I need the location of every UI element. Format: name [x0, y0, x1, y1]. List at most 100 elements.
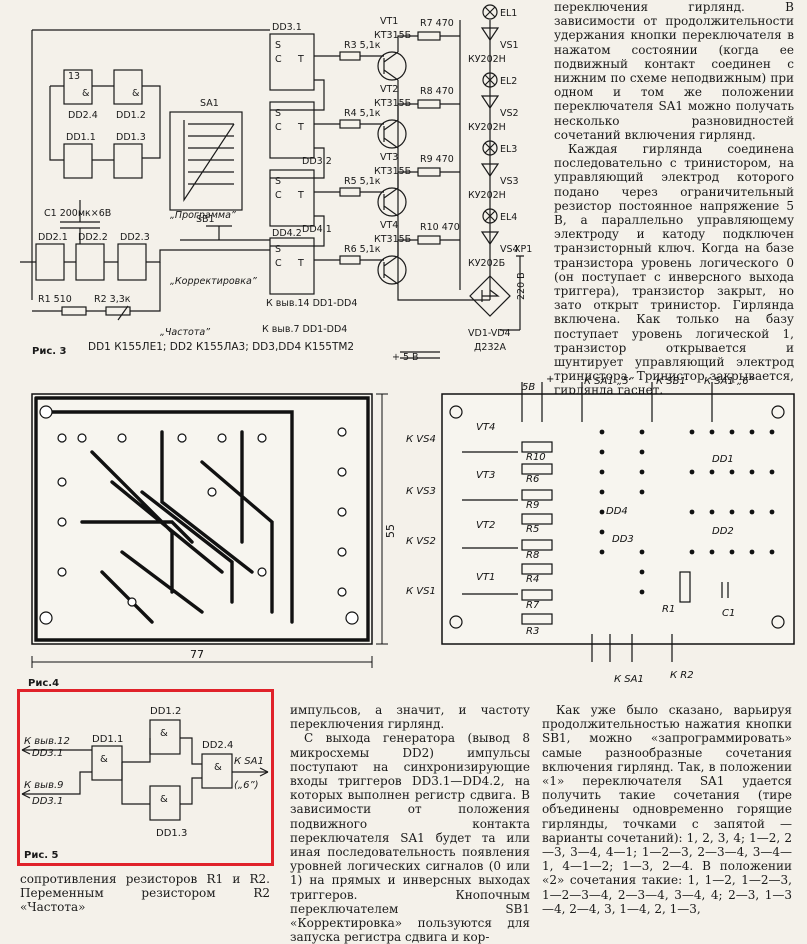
paragraph: переключения гирлянд. В зависимости от п… [554, 0, 794, 142]
svg-text:DD3.1: DD3.1 [272, 22, 302, 33]
svg-text:XP1: XP1 [514, 244, 532, 255]
svg-text:T: T [297, 258, 304, 269]
svg-text:КТ315Б: КТ315Б [374, 98, 411, 109]
pcb-label: К VS2 [406, 536, 436, 547]
svg-text:VD1-VD4: VD1-VD4 [468, 328, 511, 339]
svg-text:КУ202Н: КУ202Н [468, 122, 506, 133]
svg-text:R1 510: R1 510 [38, 294, 72, 305]
svg-text:S: S [275, 244, 281, 255]
svg-text:DD1 К155ЛЕ1; DD2 К155ЛА3; DD3,: DD1 К155ЛЕ1; DD2 К155ЛА3; DD3,DD4 К155ТМ… [88, 341, 354, 353]
pcb-label: К VS1 [406, 586, 436, 597]
svg-text:DD2.2: DD2.2 [78, 232, 108, 243]
pcb-label: К VS3 [406, 486, 436, 497]
figure-5-caption: Рис. 5 [24, 850, 59, 861]
svg-text:С1 200мк×6В: С1 200мк×6В [44, 208, 111, 219]
svg-text:DD1.1: DD1.1 [66, 132, 96, 143]
svg-text:S: S [275, 40, 281, 51]
svg-text:КУ202Н: КУ202Н [468, 190, 506, 201]
dimension-height: 55 [384, 524, 397, 538]
connection-label: DD3.1 [32, 748, 63, 759]
figure-5-highlight: &&&& DD1.2 DD1.1 DD2.4 DD1.3 К выв.12 DD… [17, 689, 274, 866]
pcb-label: R8 [526, 550, 539, 561]
svg-text:К выв.7 DD1-DD4: К выв.7 DD1-DD4 [262, 324, 347, 335]
paragraph: импульсов, а значит, и частоту переключе… [290, 703, 530, 732]
pcb-label: К R2 [670, 670, 694, 681]
pcb-label: R10 [526, 452, 546, 463]
pcb-label: К SA1 „5” [584, 376, 635, 387]
pcb-label: R5 [526, 524, 539, 535]
svg-text:VT4: VT4 [380, 220, 398, 231]
pcb-label: VT4 [476, 422, 495, 433]
svg-text:DD1.3: DD1.3 [116, 132, 146, 143]
svg-text:DD2.3: DD2.3 [120, 232, 150, 243]
text-column-right: Как уже было сказано, варьируя продолжит… [542, 703, 792, 916]
svg-text:R5 5,1к: R5 5,1к [344, 176, 381, 187]
connection-label: К выв.9 [24, 780, 64, 791]
svg-text:EL2: EL2 [500, 76, 517, 87]
svg-text:EL3: EL3 [500, 144, 517, 155]
pcb-label: C1 [722, 608, 735, 619]
pcb-label: R3 [526, 626, 539, 637]
svg-text:VS1: VS1 [500, 40, 519, 51]
gate-label: DD1.3 [156, 828, 187, 839]
svg-text:13: 13 [68, 71, 80, 82]
svg-text:T: T [297, 122, 304, 133]
svg-text:S: S [275, 108, 281, 119]
paragraph: Каждая гирлянда соединена последовательн… [554, 142, 794, 398]
svg-text:КТ315Б: КТ315Б [374, 30, 411, 41]
pcb-label: К SA1 „6” [704, 376, 755, 387]
svg-text:&: & [100, 754, 108, 765]
pcb-label: VT3 [476, 470, 495, 481]
svg-text:Д232А: Д232А [474, 342, 507, 353]
svg-text:VS4: VS4 [500, 244, 519, 255]
svg-text:T: T [297, 54, 304, 65]
svg-text:VS2: VS2 [500, 108, 519, 119]
svg-text:VT1: VT1 [380, 16, 398, 27]
pcb-label: К SA1 [614, 674, 644, 685]
svg-text:DD1.2: DD1.2 [116, 110, 146, 121]
dimension-width: 77 [190, 648, 204, 661]
svg-text:R4 5,1к: R4 5,1к [344, 108, 381, 119]
svg-text:C: C [275, 54, 282, 65]
gate-label: DD2.4 [202, 740, 233, 751]
svg-text:R10 470: R10 470 [420, 222, 460, 233]
pcb-label: R1 [662, 604, 675, 615]
svg-text:R2 3,3к: R2 3,3к [94, 294, 131, 305]
svg-text:КУ202Н: КУ202Н [468, 54, 506, 65]
svg-text:КТ315Б: КТ315Б [374, 166, 411, 177]
pcb-label: R9 [526, 500, 539, 511]
figure-3-caption: Рис. 3 [32, 346, 67, 357]
svg-text:К выв.14 DD1-DD4: К выв.14 DD1-DD4 [266, 298, 357, 309]
svg-text:C: C [275, 122, 282, 133]
svg-text:„Частота”: „Частота” [160, 327, 210, 338]
paragraph: С выхода генератора (вывод 8 микросхемы … [290, 731, 530, 944]
pcb-label: DD1 [712, 454, 734, 465]
connection-label: DD3.1 [32, 796, 63, 807]
text-column-middle: импульсов, а значит, и частоту переключе… [290, 703, 530, 944]
svg-text:EL4: EL4 [500, 212, 517, 223]
pcb-label: VT1 [476, 572, 495, 583]
gate-label: DD1.2 [150, 706, 181, 717]
svg-text:SB1: SB1 [196, 214, 215, 225]
text-bottom-left: сопротивления резисторов R1 и R2. Переме… [20, 872, 270, 915]
pcb-label: R4 [526, 574, 539, 585]
svg-text:R3 5,1к: R3 5,1к [344, 40, 381, 51]
svg-text:DD4.2: DD4.2 [272, 228, 302, 239]
svg-text:КУ202Б: КУ202Б [468, 258, 505, 269]
svg-text:VS3: VS3 [500, 176, 519, 187]
svg-text:C: C [275, 258, 282, 269]
svg-text:EL1: EL1 [500, 8, 517, 19]
pcb-drawing: 77 55 5В + К SA1 „5” К SB1 К SA1 [31, 374, 795, 685]
svg-text:КТ315Б: КТ315Б [374, 234, 411, 245]
svg-text:„Программа”: „Программа” [170, 210, 236, 221]
svg-text:+ 5 В: + 5 В [392, 352, 419, 363]
svg-text:&: & [82, 88, 90, 99]
svg-text:C: C [275, 190, 282, 201]
svg-text:DD3.2: DD3.2 [302, 156, 332, 167]
pcb-label: К VS4 [406, 434, 436, 445]
pcb-label: VT2 [476, 520, 495, 531]
paragraph: сопротивления резисторов R1 и R2. Переме… [20, 872, 270, 915]
svg-text:„Корректировка”: „Корректировка” [170, 276, 257, 287]
